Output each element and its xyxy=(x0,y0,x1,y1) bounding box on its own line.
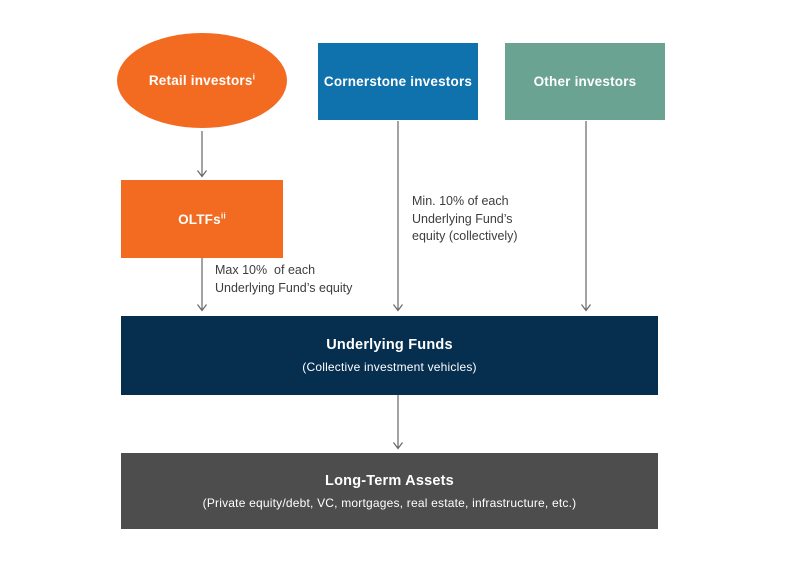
underlying-funds-title: Underlying Funds xyxy=(326,337,453,353)
oltfs-label: OLTFsii xyxy=(178,210,226,227)
annotation-min-line-1: Min. 10% of each xyxy=(412,194,509,208)
annotation-max-line-1: Max 10% of each xyxy=(215,263,316,277)
long-term-assets-subtitle: (Private equity/debt, VC, mortgages, rea… xyxy=(202,495,577,510)
arrow-other-to-underlying-funds xyxy=(581,121,591,312)
node-other-investors: Other investors xyxy=(505,43,665,120)
arrow-cornerstone-to-underlying-funds xyxy=(393,121,403,312)
annotation-max-line-2: Underlying Fund’s equity xyxy=(215,280,353,295)
arrow-oltfs-to-underlying-funds xyxy=(197,258,207,312)
retail-footnote-marker: i xyxy=(252,71,256,82)
node-underlying-funds: Underlying Funds (Collective investment … xyxy=(121,316,658,395)
node-retail-investors: Retail investorsi xyxy=(117,33,287,128)
node-oltfs: OLTFsii xyxy=(121,180,283,258)
arrow-retail-to-oltfs xyxy=(197,131,207,178)
long-term-assets-title: Long-Term Assets xyxy=(325,472,454,489)
arrow-underlying-funds-to-long-term-assets xyxy=(393,395,403,450)
node-long-term-assets: Long-Term Assets (Private equity/debt, V… xyxy=(121,453,658,529)
node-cornerstone-investors: Cornerstone investors xyxy=(318,43,478,120)
annotation-max-equity: Max 10% of each Underlying Fund’s equity xyxy=(215,262,352,297)
annotation-min-line-2: Underlying Fund’s xyxy=(412,211,513,226)
annotation-min-line-3: equity (collectively) xyxy=(412,229,518,243)
annotation-min-equity: Min. 10% of each Underlying Fund’s equit… xyxy=(412,193,518,246)
other-investors-label: Other investors xyxy=(533,74,637,89)
cornerstone-investors-label: Cornerstone investors xyxy=(323,74,473,89)
retail-investors-label: Retail investorsi xyxy=(148,71,256,88)
underlying-funds-subtitle: (Collective investment vehicles) xyxy=(302,360,477,374)
oltfs-footnote-marker: ii xyxy=(220,210,226,220)
